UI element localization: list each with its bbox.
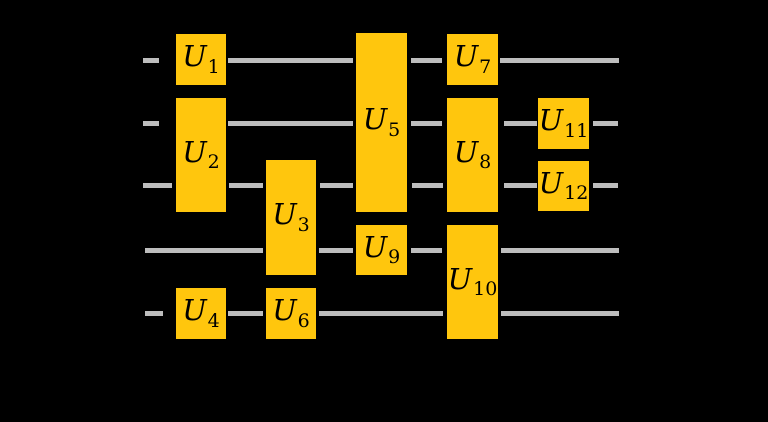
gate-label: U3 [272, 200, 310, 234]
gate-u1: U1 [175, 33, 227, 86]
gate-u3: U3 [265, 159, 317, 276]
gate-base-symbol: U [538, 103, 564, 138]
gate-u5: U5 [355, 32, 408, 213]
gate-u8: U8 [446, 97, 499, 213]
gate-u11: U11 [537, 97, 590, 150]
qubit-wire-2-segment [411, 120, 442, 126]
qubit-wire-2-segment [504, 120, 538, 126]
gate-base-symbol: U [453, 39, 479, 74]
gate-subscript: 8 [479, 151, 492, 174]
gate-u2: U2 [175, 97, 227, 213]
qubit-wire-2-segment [143, 120, 159, 126]
qubit-wire-5-segment [501, 310, 619, 316]
gate-label: U1 [182, 42, 220, 76]
gate-base-symbol: U [538, 165, 564, 200]
gate-base-symbol: U [272, 197, 297, 232]
qubit-wire-1-segment [500, 57, 619, 63]
gate-base-symbol: U [182, 134, 207, 169]
gate-subscript: 4 [207, 309, 220, 332]
gate-subscript: 11 [564, 119, 589, 142]
gate-label: U2 [182, 134, 220, 174]
qubit-wire-3-segment [143, 182, 172, 188]
gate-label: U8 [453, 134, 492, 174]
gate-subscript: 10 [473, 278, 498, 301]
gate-subscript: 5 [388, 118, 401, 141]
gate-subscript: 7 [479, 55, 492, 78]
gate-base-symbol: U [182, 293, 207, 328]
gate-u7: U7 [446, 33, 499, 86]
gate-u10: U10 [446, 224, 499, 340]
qubit-wire-3-segment [504, 182, 538, 188]
gate-u6: U6 [265, 287, 317, 340]
gate-label: U5 [363, 105, 401, 139]
gate-subscript: 9 [388, 246, 401, 269]
gate-label: U4 [182, 296, 220, 330]
qubit-wire-2-segment [593, 120, 618, 126]
gate-u4: U4 [175, 287, 227, 340]
gate-label: U11 [539, 106, 589, 140]
qubit-wire-1-segment [143, 57, 159, 63]
gate-base-symbol: U [182, 39, 207, 74]
qubit-wire-1-segment [411, 57, 442, 63]
gate-u12: U12 [537, 160, 590, 212]
gate-subscript: 3 [297, 213, 310, 236]
gate-label: U12 [538, 165, 589, 205]
gate-base-symbol: U [453, 134, 479, 169]
gate-base-symbol: U [447, 261, 473, 296]
qubit-wire-3-segment [229, 182, 263, 188]
qubit-wire-4-segment [145, 247, 263, 253]
gate-base-symbol: U [362, 229, 388, 264]
qubit-wire-4-segment [411, 247, 442, 253]
qubit-wire-3-segment [593, 182, 618, 188]
qubit-wire-3-segment [320, 182, 353, 188]
qubit-wire-4-segment [501, 247, 619, 253]
gate-label: U10 [447, 261, 498, 301]
gate-label: U9 [362, 229, 401, 269]
qubit-wire-5-segment [228, 310, 263, 316]
gate-u9: U9 [355, 224, 408, 276]
gate-subscript: 2 [207, 151, 220, 174]
gate-label: U7 [454, 42, 492, 76]
gate-base-symbol: U [362, 102, 388, 137]
gate-label: U6 [272, 296, 310, 330]
qubit-wire-5-segment [319, 310, 443, 316]
qubit-wire-3-segment [412, 182, 443, 188]
gate-subscript: 1 [207, 55, 220, 78]
qubit-wire-5-segment [145, 310, 163, 316]
gate-subscript: 12 [564, 182, 589, 205]
gate-subscript: 6 [297, 309, 310, 332]
qubit-wire-4-segment [319, 247, 353, 253]
qubit-wire-2-segment [228, 120, 353, 126]
gate-base-symbol: U [272, 293, 297, 328]
qubit-wire-1-segment [228, 57, 353, 63]
